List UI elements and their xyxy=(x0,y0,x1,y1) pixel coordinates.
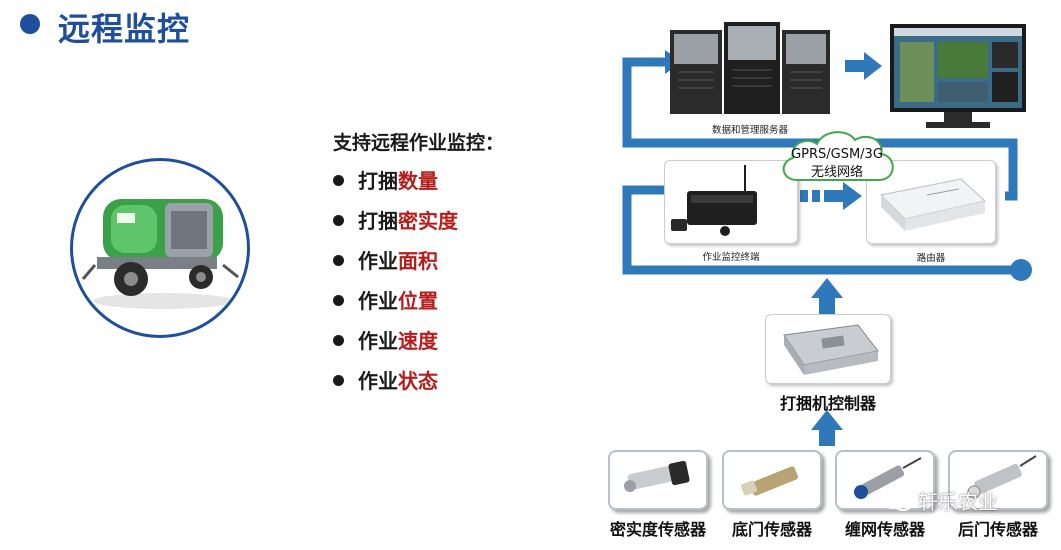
feature-item: 作业位置 xyxy=(333,286,438,316)
monitoring-terminal-image xyxy=(671,165,757,236)
router-caption: 路由器 xyxy=(916,253,946,264)
arrow-up-icon xyxy=(811,278,843,298)
bullet-icon xyxy=(333,295,344,306)
network-name: 无线网络 xyxy=(810,165,863,180)
bullet-icon xyxy=(333,175,344,186)
connector-end-dot xyxy=(1010,259,1032,281)
monitor-image xyxy=(890,24,1026,128)
bottom-door-sensor-image xyxy=(740,466,798,496)
terminal-panel xyxy=(664,160,798,244)
density-sensor-label: 密实度传感器 xyxy=(609,520,706,539)
controller-label: 打捆机控制器 xyxy=(779,394,876,413)
net-wrap-sensor-image xyxy=(854,457,922,499)
router-image xyxy=(879,178,987,231)
lower-loop-line xyxy=(622,185,1017,275)
bottom-door-sensor-label: 底门传感器 xyxy=(731,520,812,539)
watermark-text: 轩乐农业 xyxy=(918,490,998,514)
servers-caption: 数据和管理服务器 xyxy=(711,125,788,136)
bottom-door-sensor-box xyxy=(722,450,822,510)
arrow-right-icon xyxy=(843,182,862,210)
bullet-icon xyxy=(333,375,344,386)
feature-item: 作业速度 xyxy=(333,326,438,356)
network-label: GPRS/GSM/3G 无线网络 xyxy=(775,146,899,182)
features-heading: 支持远程作业监控： xyxy=(333,132,505,154)
arrow-right-icon xyxy=(864,52,882,80)
baler-machine-image xyxy=(81,199,239,309)
density-sensor-image xyxy=(624,460,690,492)
terminal-caption: 作业监控终端 xyxy=(702,252,760,263)
network-protocols: GPRS/GSM/3G xyxy=(791,147,883,162)
controller-image xyxy=(783,324,879,375)
arrow-up-icon xyxy=(811,410,843,430)
wechat-logo-icon xyxy=(880,488,914,512)
feature-item: 作业面积 xyxy=(333,246,438,276)
net-wrap-sensor-label: 缠网传感器 xyxy=(844,520,925,539)
page-title: 远程监控 xyxy=(58,10,191,48)
bullet-icon xyxy=(333,335,344,346)
rear-door-sensor-label: 后门传感器 xyxy=(957,520,1038,539)
baler-image-circle xyxy=(70,158,250,338)
controller-panel xyxy=(765,314,891,384)
bullet-icon xyxy=(333,215,344,226)
net-wrap-sensor-box xyxy=(835,450,935,510)
cloud-icon xyxy=(782,131,894,181)
feature-item: 打捆数量 xyxy=(333,166,438,196)
title-bullet xyxy=(20,14,40,34)
feature-item: 打捆密实度 xyxy=(333,206,458,236)
rear-door-sensor-image xyxy=(967,455,1037,499)
servers-image xyxy=(670,22,830,114)
bullet-icon xyxy=(333,255,344,266)
feature-item: 作业状态 xyxy=(333,366,438,396)
density-sensor-box xyxy=(608,450,708,510)
rear-door-sensor-box xyxy=(948,450,1048,510)
